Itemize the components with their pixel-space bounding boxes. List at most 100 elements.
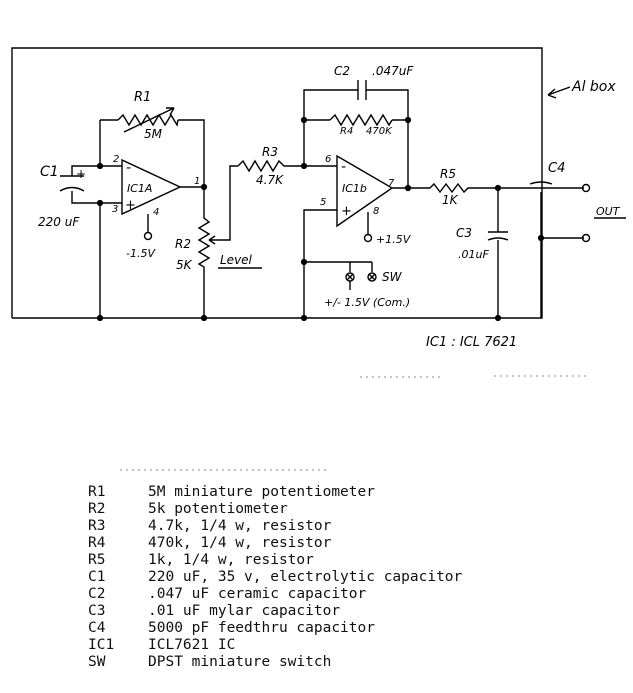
part-ref: C3 bbox=[88, 603, 106, 619]
ic-note: IC1 : ICL 7621 bbox=[426, 335, 517, 350]
feedback-wires bbox=[303, 89, 409, 188]
junction-dot bbox=[300, 258, 308, 266]
ic1b-supply: +1.5V bbox=[376, 233, 412, 246]
parts-list-row: C1 220 uF, 35 v, electrolytic capacitor bbox=[88, 569, 462, 586]
parts-list-row: SW DPST miniature switch bbox=[88, 654, 462, 671]
r2-label: R2 bbox=[175, 237, 191, 251]
out-label: OUT bbox=[596, 205, 621, 218]
parts-list-row: C4 5000 pF feedthru capacitor bbox=[88, 620, 462, 637]
parts-list-row: C3 .01 uF mylar capacitor bbox=[88, 603, 462, 620]
battery-note: +/- 1.5V (Com.) bbox=[324, 296, 410, 309]
part-description: .01 uF mylar capacitor bbox=[148, 603, 341, 619]
part-description: 470k, 1/4 w, resistor bbox=[148, 535, 332, 551]
ic1b-label: IC1b bbox=[342, 182, 367, 195]
level-label: Level bbox=[220, 253, 253, 267]
sw-label: SW bbox=[382, 270, 403, 284]
junction-dot bbox=[96, 162, 104, 170]
ic1b-pin-8: 8 bbox=[373, 206, 379, 217]
c4-label: C4 bbox=[548, 161, 565, 176]
r3-value: 4.7K bbox=[256, 173, 284, 187]
ic1b-pin-6: 6 bbox=[325, 154, 331, 165]
part-description: 5k potentiometer bbox=[148, 501, 288, 517]
c1-capacitor bbox=[59, 175, 85, 192]
parts-list-row: R5 1k, 1/4 w, resistor bbox=[88, 552, 462, 569]
part-ref: R2 bbox=[88, 501, 106, 517]
al-box-outline bbox=[11, 47, 543, 319]
part-description: 5000 pF feedthru capacitor bbox=[148, 620, 375, 636]
r4-value: 470K bbox=[366, 126, 393, 137]
ic1b-opamp-symbol bbox=[336, 154, 394, 228]
r1-label: R1 bbox=[134, 90, 151, 105]
r4-resistor bbox=[329, 113, 393, 127]
junction-dot bbox=[404, 116, 412, 124]
part-ref: R1 bbox=[88, 484, 106, 500]
ic1b-supply-terminal bbox=[363, 233, 373, 243]
c4-feedthru-capacitor bbox=[529, 181, 584, 318]
ic1a-pin-1: 1 bbox=[194, 176, 200, 187]
r1-variable-arrow bbox=[123, 107, 175, 133]
ic1a-wires bbox=[71, 119, 205, 318]
al-box-arrow bbox=[547, 86, 571, 99]
ic1a-minus: - bbox=[126, 160, 131, 176]
r2-wiper bbox=[208, 165, 238, 245]
parts-list-row: IC1 ICL7621 IC bbox=[88, 637, 462, 654]
r3-label: R3 bbox=[262, 145, 278, 159]
c2-capacitor bbox=[357, 80, 367, 100]
junction-dot bbox=[537, 234, 545, 242]
r2-potentiometer bbox=[197, 187, 211, 318]
junction-dot bbox=[300, 116, 308, 124]
ic1b-minus: - bbox=[341, 159, 346, 175]
part-ref: C4 bbox=[88, 620, 106, 636]
ic1a-supply: -1.5V bbox=[126, 247, 156, 260]
part-description: DPST miniature switch bbox=[148, 654, 332, 670]
r5-value: 1K bbox=[442, 193, 459, 207]
junction-dot bbox=[494, 314, 502, 322]
r1-value: 5M bbox=[144, 127, 163, 141]
out-terminal-hot bbox=[581, 183, 591, 193]
part-ref: R3 bbox=[88, 518, 106, 534]
scan-marks bbox=[120, 375, 590, 471]
part-ref: C1 bbox=[88, 569, 106, 585]
c2-value: .047uF bbox=[372, 64, 414, 78]
ic1b-plus: + bbox=[341, 204, 352, 219]
r3-resistor bbox=[237, 159, 337, 173]
out-terminal-ground bbox=[581, 233, 591, 243]
ic1a-label: IC1A bbox=[127, 182, 152, 195]
c2-label: C2 bbox=[334, 64, 350, 78]
switch-wires bbox=[304, 261, 373, 272]
c1-value: 220 uF bbox=[38, 215, 80, 229]
part-description: 220 uF, 35 v, electrolytic capacitor bbox=[148, 569, 463, 585]
sw-contact-marks bbox=[346, 273, 376, 290]
c1-plus: + bbox=[76, 167, 86, 181]
ic1b-pin-5: 5 bbox=[320, 197, 326, 208]
c3-value: .01uF bbox=[458, 248, 489, 261]
part-ref: C2 bbox=[88, 586, 106, 602]
ic1a-pin-3: 3 bbox=[112, 204, 118, 215]
junction-dot bbox=[200, 314, 208, 322]
schematic-diagram: R1 5M C1 + 220 uF - + IC1A 2 3 4 1 -1.5V… bbox=[11, 47, 626, 471]
ic1a-pin-4: 4 bbox=[153, 207, 159, 218]
part-description: ICL7621 IC bbox=[148, 637, 236, 653]
part-description: 4.7k, 1/4 w, resistor bbox=[148, 518, 332, 534]
junction-dot bbox=[300, 314, 308, 322]
ic1b-pin-7: 7 bbox=[388, 178, 395, 189]
part-ref: R5 bbox=[88, 552, 106, 568]
al-box-label: Al box bbox=[571, 79, 616, 95]
ic1a-supply-terminal bbox=[143, 231, 153, 241]
parts-list-row: C2.047 uF ceramic capacitor bbox=[88, 586, 462, 603]
parts-list-row: R3 4.7k, 1/4 w, resistor bbox=[88, 518, 462, 535]
part-description: 1k, 1/4 w, resistor bbox=[148, 552, 314, 568]
ic1a-pin-2: 2 bbox=[113, 154, 119, 165]
part-ref: SW bbox=[88, 654, 106, 670]
ic1a-opamp-symbol bbox=[121, 158, 182, 216]
part-ref: IC1 bbox=[88, 637, 115, 653]
junction-dot bbox=[96, 314, 104, 322]
junction-dot bbox=[404, 184, 412, 192]
r4-label: R4 bbox=[340, 126, 353, 137]
c3-label: C3 bbox=[456, 226, 472, 240]
c3-capacitor bbox=[487, 188, 509, 318]
parts-list-row: R2 5k potentiometer bbox=[88, 501, 462, 518]
